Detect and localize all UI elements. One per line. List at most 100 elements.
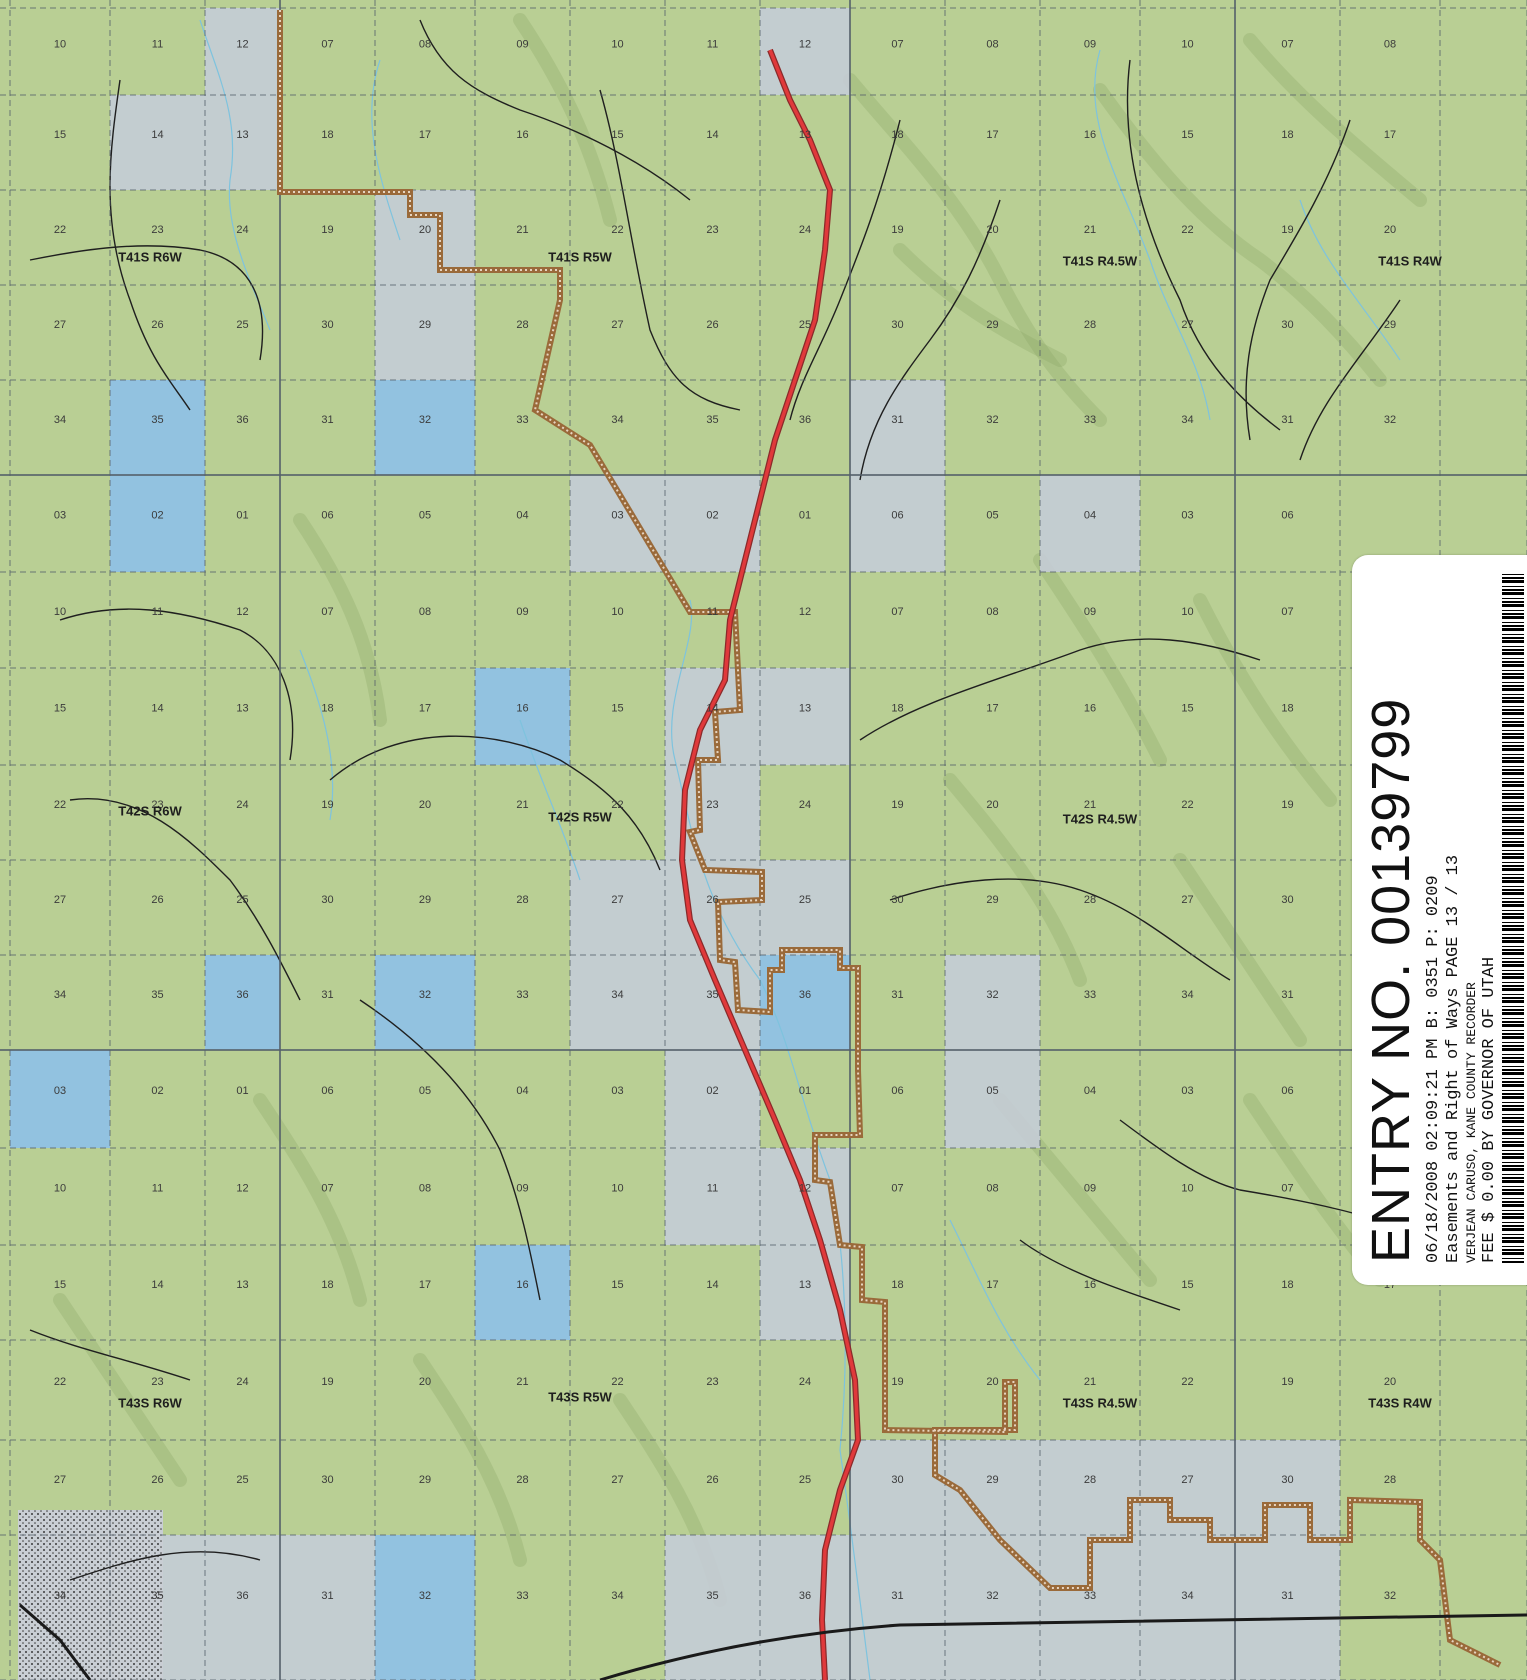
section-number: 27 <box>611 319 623 331</box>
section-number: 18 <box>1281 129 1293 141</box>
recorder-line: VERJEAN CARUSO, KANE COUNTY RECORDER <box>1464 982 1479 1263</box>
section-number: 03 <box>611 510 623 522</box>
section-number: 14 <box>151 703 163 715</box>
state-land-parcel <box>110 475 205 572</box>
section-number: 07 <box>1281 606 1293 618</box>
section-number: 29 <box>986 1474 998 1486</box>
section-number: 23 <box>151 224 163 236</box>
main-route-line <box>678 48 862 1680</box>
section-number: 19 <box>1281 1376 1293 1388</box>
section-number: 32 <box>419 414 431 426</box>
section-number: 01 <box>236 1085 248 1097</box>
section-number: 28 <box>516 1474 528 1486</box>
terrain-ridge <box>1193 593 1337 807</box>
section-number: 32 <box>419 989 431 1001</box>
federal-land-parcels <box>110 8 1340 1680</box>
section-number: 27 <box>1181 894 1193 906</box>
section-number: 10 <box>611 606 623 618</box>
entry-number: ENTRY NO. 00139799 <box>1361 697 1421 1263</box>
state-land-parcel <box>375 1535 475 1680</box>
township-label: T42S R5W <box>548 809 612 824</box>
section-number: 36 <box>799 1590 811 1602</box>
section-number: 24 <box>799 1376 811 1388</box>
section-number: 06 <box>1281 510 1293 522</box>
section-number: 10 <box>1181 606 1193 618</box>
section-number: 29 <box>419 1474 431 1486</box>
section-number: 21 <box>1084 799 1096 811</box>
section-number: 18 <box>321 129 333 141</box>
federal-land-parcel <box>375 285 475 380</box>
federal-land-parcel <box>1235 1535 1340 1680</box>
section-number: 30 <box>1281 1474 1293 1486</box>
federal-land-parcel <box>850 475 945 572</box>
section-number: 19 <box>891 799 903 811</box>
federal-land-parcel <box>110 95 205 190</box>
section-number: 12 <box>236 38 248 50</box>
section-number: 18 <box>321 1279 333 1291</box>
federal-land-parcel <box>850 380 945 475</box>
section-number: 25 <box>236 1474 248 1486</box>
section-number: 21 <box>516 224 528 236</box>
section-number: 15 <box>1181 703 1193 715</box>
section-number: 19 <box>321 1376 333 1388</box>
section-number: 34 <box>1181 989 1193 1001</box>
section-number: 17 <box>986 703 998 715</box>
federal-land-parcel <box>570 955 665 1050</box>
section-number: 33 <box>516 1590 528 1602</box>
section-number: 27 <box>611 894 623 906</box>
section-number: 31 <box>321 989 333 1001</box>
section-number: 15 <box>54 1279 66 1291</box>
barcode <box>1502 573 1524 1263</box>
section-number: 31 <box>891 414 903 426</box>
section-number: 09 <box>516 1183 528 1195</box>
section-number: 05 <box>986 1085 998 1097</box>
section-number: 35 <box>706 414 718 426</box>
section-number: 12 <box>799 38 811 50</box>
section-number: 24 <box>236 1376 248 1388</box>
federal-land-parcel <box>665 1535 760 1680</box>
section-number: 02 <box>151 1085 163 1097</box>
section-number: 10 <box>54 1183 66 1195</box>
section-number: 21 <box>1084 1376 1096 1388</box>
section-number: 22 <box>1181 1376 1193 1388</box>
section-number: 13 <box>236 703 248 715</box>
section-number: 18 <box>321 703 333 715</box>
section-number: 26 <box>151 894 163 906</box>
section-number: 18 <box>891 703 903 715</box>
state-land-parcel <box>10 1050 110 1148</box>
section-number: 11 <box>152 38 163 50</box>
section-number: 09 <box>516 606 528 618</box>
section-number: 35 <box>706 1590 718 1602</box>
document-type-line: Easements and Right of Ways PAGE 13 / 13 <box>1444 854 1463 1263</box>
section-number: 23 <box>706 224 718 236</box>
federal-land-parcel <box>1040 1440 1140 1535</box>
township-label: T43S R5W <box>548 1389 612 1404</box>
section-number: 17 <box>986 1279 998 1291</box>
section-number: 10 <box>54 606 66 618</box>
federal-land-parcel <box>1235 1440 1340 1535</box>
federal-land-parcel <box>760 8 850 95</box>
terrain-ridge <box>893 243 1067 367</box>
section-number: 28 <box>1084 319 1096 331</box>
section-number: 26 <box>151 319 163 331</box>
section-number: 17 <box>419 129 431 141</box>
section-number: 21 <box>516 1376 528 1388</box>
section-number: 35 <box>706 989 718 1001</box>
section-number: 18 <box>1281 1279 1293 1291</box>
section-number: 26 <box>151 1474 163 1486</box>
terrain-ridge <box>1173 853 1307 1047</box>
boundary-line <box>277 10 1502 1668</box>
section-number: 14 <box>706 1279 718 1291</box>
section-number: 07 <box>891 38 903 50</box>
state-land-parcel <box>375 955 475 1050</box>
section-number: 10 <box>1181 1183 1193 1195</box>
section-number: 20 <box>986 1376 998 1388</box>
section-number: 07 <box>321 38 333 50</box>
section-number: 35 <box>151 989 163 1001</box>
section-number: 33 <box>516 414 528 426</box>
section-number: 10 <box>54 38 66 50</box>
section-number: 16 <box>1084 129 1096 141</box>
section-number: 34 <box>1181 1590 1193 1602</box>
section-number: 12 <box>236 1183 248 1195</box>
